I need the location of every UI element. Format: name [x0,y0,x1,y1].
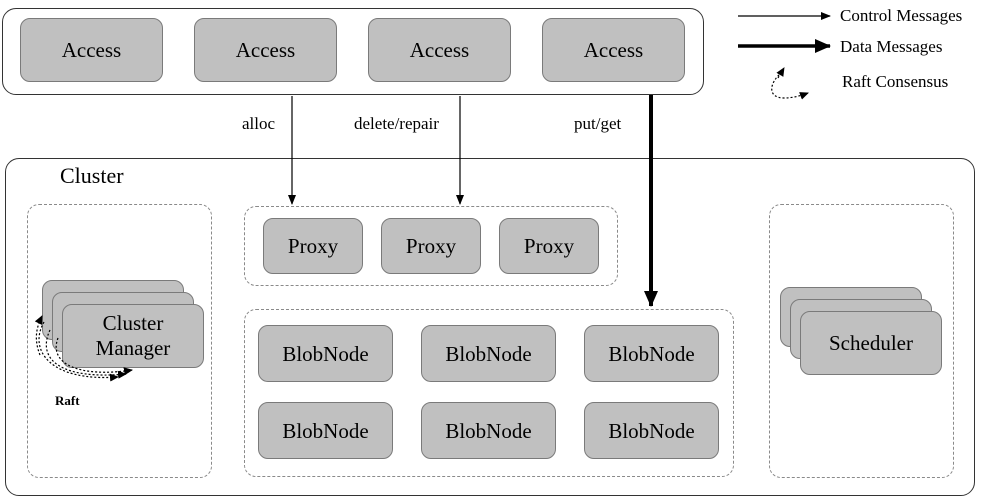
put-get-label: put/get [574,114,622,133]
access-node: Access [368,18,511,82]
blobnode: BlobNode [584,325,719,382]
blobnode: BlobNode [421,325,556,382]
cluster-title: Cluster [60,163,124,188]
legend-raft-tick [776,67,785,79]
alloc-label: alloc [242,114,276,133]
access-node: Access [542,18,685,82]
blobnode-group [244,309,734,477]
scheduler-node: Scheduler [800,311,942,375]
legend-data-label: Data Messages [840,37,943,56]
legend-control-label: Control Messages [840,6,963,25]
scheduler-group [769,204,954,478]
blobnode: BlobNode [584,402,719,459]
proxy-node: Proxy [381,218,481,274]
blobnode: BlobNode [258,402,393,459]
access-node: Access [194,18,337,82]
proxy-node: Proxy [263,218,363,274]
access-node: Access [20,18,163,82]
cluster-manager-node: Cluster Manager [62,304,204,368]
proxy-group [244,206,618,286]
blobnode: BlobNode [258,325,393,382]
legend-raft-arrow [771,71,809,100]
proxy-node: Proxy [499,218,599,274]
raft-label: Raft [55,393,80,408]
delete-repair-label: delete/repair [354,114,439,133]
blobnode: BlobNode [421,402,556,459]
cluster-manager-group [27,204,212,478]
legend-raft-label: Raft Consensus [842,72,949,91]
